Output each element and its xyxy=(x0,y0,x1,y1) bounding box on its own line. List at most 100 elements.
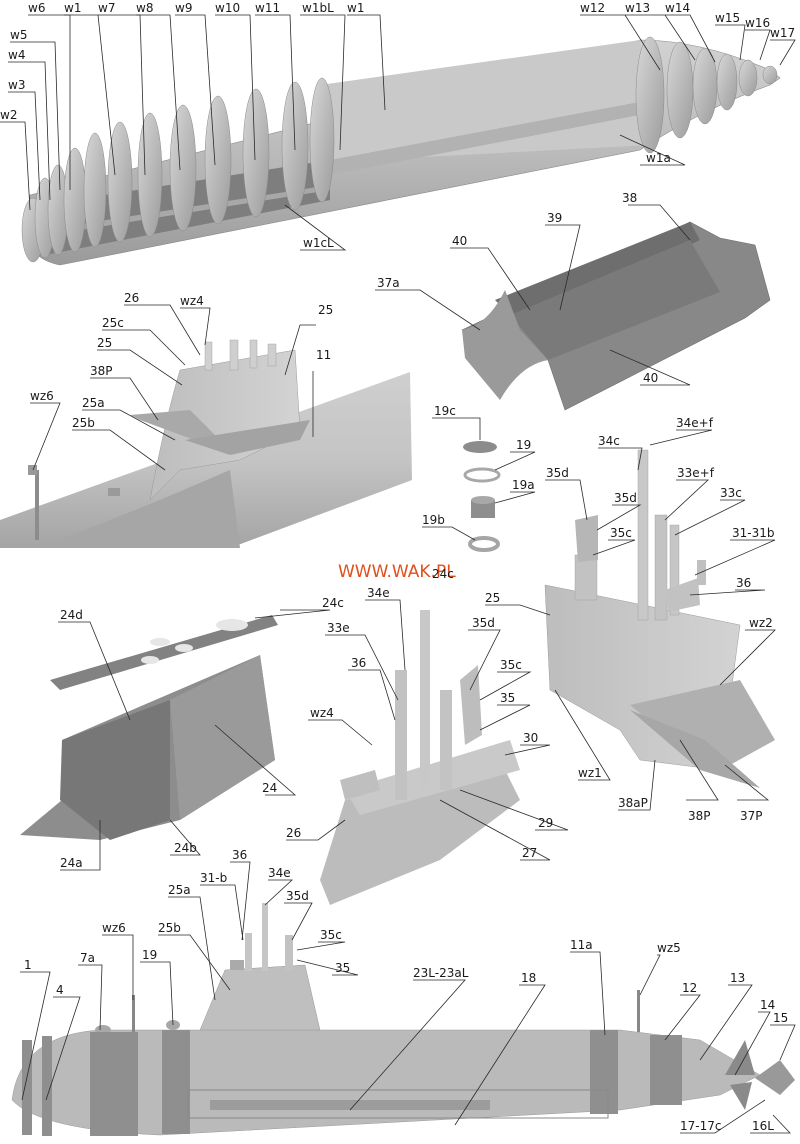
label-31b: 31-b xyxy=(200,871,227,885)
label-w17: w17 xyxy=(770,26,795,40)
part-24 xyxy=(20,615,278,840)
label-19c: 19c xyxy=(434,404,456,418)
sail-parts-center xyxy=(320,610,520,905)
label-26-sail: 26 xyxy=(124,291,139,305)
label-13: 13 xyxy=(730,971,745,985)
label-w15: w15 xyxy=(715,11,740,25)
label-40-bottom: 40 xyxy=(643,371,658,385)
label-34ef: 34e+f xyxy=(676,416,714,430)
label-15: 15 xyxy=(773,1011,788,1025)
label-36-b: 36 xyxy=(232,848,247,862)
label-w10: w10 xyxy=(215,1,240,15)
label-35d-r1: 35d xyxy=(546,466,569,480)
label-w1bl: w1bL xyxy=(302,1,334,15)
label-w7: w7 xyxy=(98,1,115,15)
label-26-m: 26 xyxy=(286,826,301,840)
label-37a: 37a xyxy=(377,276,400,290)
label-34e-m: 34e xyxy=(367,586,390,600)
label-35-m: 35 xyxy=(500,691,515,705)
label-34e-b: 34e xyxy=(268,866,291,880)
label-34c: 34c xyxy=(598,434,620,448)
label-wz6-b: wz6 xyxy=(102,921,126,935)
leader-lines xyxy=(0,14,796,1134)
submarine-side-view xyxy=(11,903,795,1136)
label-35d-b: 35d xyxy=(286,889,309,903)
label-w16: w16 xyxy=(745,16,770,30)
small-parts-19 xyxy=(463,441,501,552)
label-24a: 24a xyxy=(60,856,83,870)
label-33ef: 33e+f xyxy=(677,466,715,480)
label-19: 19 xyxy=(516,438,531,452)
label-18: 18 xyxy=(521,971,536,985)
label-25-sail-b: 25 xyxy=(97,336,112,350)
label-23l-23al: 23L-23aL xyxy=(413,966,469,980)
label-wz6-sail: wz6 xyxy=(30,389,54,403)
label-wz4-m: wz4 xyxy=(310,706,334,720)
sail-assembly-right xyxy=(544,449,775,788)
label-w2: w2 xyxy=(0,108,17,122)
label-w1cl: w1cL xyxy=(303,236,334,250)
keel-part xyxy=(461,221,771,411)
label-39: 39 xyxy=(547,211,562,225)
label-35-b: 35 xyxy=(335,961,350,975)
label-38: 38 xyxy=(622,191,637,205)
label-w1a: w1a xyxy=(646,151,671,165)
label-35d-m: 35d xyxy=(472,616,495,630)
label-w9: w9 xyxy=(175,1,192,15)
label-25a-b: 25a xyxy=(168,883,191,897)
label-24c-top: 24c xyxy=(432,567,454,581)
label-24d: 24d xyxy=(60,608,83,622)
label-24c: 24c xyxy=(322,596,344,610)
label-33c: 33c xyxy=(720,486,742,500)
label-w12: w12 xyxy=(580,1,605,15)
hull-skeleton xyxy=(21,36,781,266)
label-1: 1 xyxy=(24,958,32,972)
label-14: 14 xyxy=(760,998,775,1012)
label-37p: 37P xyxy=(740,809,763,823)
label-wz2: wz2 xyxy=(749,616,773,630)
label-11a: 11a xyxy=(570,938,593,952)
label-40-top: 40 xyxy=(452,234,467,248)
label-35c-m: 35c xyxy=(500,658,522,672)
label-24b: 24b xyxy=(174,841,197,855)
label-35d-r2: 35d xyxy=(614,491,637,505)
label-17-17c: 17-17c xyxy=(680,1119,721,1133)
label-wz5: wz5 xyxy=(657,941,681,955)
label-19-b: 19 xyxy=(142,948,157,962)
label-25b-b: 25b xyxy=(158,921,181,935)
label-12: 12 xyxy=(682,981,697,995)
label-38ap: 38aP xyxy=(618,796,648,810)
label-25-sail-a: 25 xyxy=(318,303,333,317)
label-38p-r: 38P xyxy=(688,809,711,823)
label-25c-sail: 25c xyxy=(102,316,124,330)
label-30: 30 xyxy=(523,731,538,745)
label-7a: 7a xyxy=(80,951,95,965)
label-36-r: 36 xyxy=(736,576,751,590)
label-38p-sail: 38P xyxy=(90,364,113,378)
label-w4: w4 xyxy=(8,48,25,62)
label-25b-sail: 25b xyxy=(72,416,95,430)
label-31-31b: 31-31b xyxy=(732,526,775,540)
label-19a: 19a xyxy=(512,478,535,492)
label-11-sail: 11 xyxy=(316,348,331,362)
label-16l: 16L xyxy=(752,1119,774,1133)
label-25a-sail: 25a xyxy=(82,396,105,410)
label-27: 27 xyxy=(522,846,537,860)
label-36-m: 36 xyxy=(351,656,366,670)
label-wz4-sail: wz4 xyxy=(180,294,204,308)
label-w8: w8 xyxy=(136,1,153,15)
label-w13: w13 xyxy=(625,1,650,15)
label-w1-top: w1 xyxy=(64,1,81,15)
label-w1-b: w1 xyxy=(347,1,364,15)
label-19b: 19b xyxy=(422,513,445,527)
label-29: 29 xyxy=(538,816,553,830)
sail-closeup xyxy=(0,339,412,548)
label-24: 24 xyxy=(262,781,277,795)
label-33e-m: 33e xyxy=(327,621,350,635)
label-w14: w14 xyxy=(665,1,690,15)
label-25-r: 25 xyxy=(485,591,500,605)
label-wz1: wz1 xyxy=(578,766,602,780)
label-w11: w11 xyxy=(255,1,280,15)
